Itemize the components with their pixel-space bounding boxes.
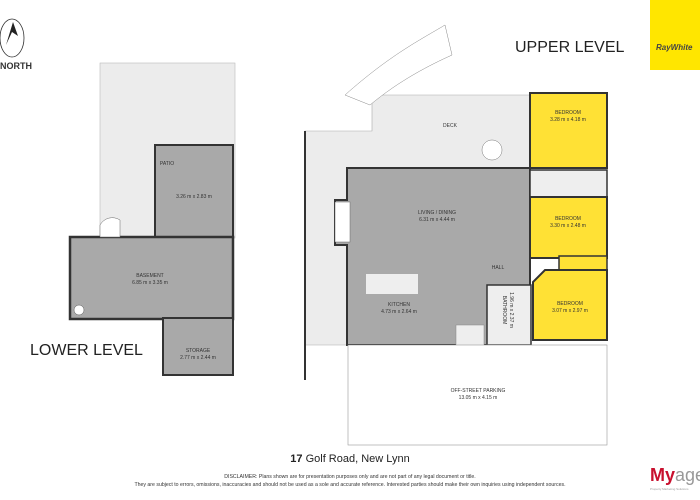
spiral-stair bbox=[481, 139, 503, 161]
bedroom-dims: 3.07 m x 2.97 m bbox=[552, 308, 588, 314]
deck-label: DECK bbox=[443, 123, 458, 129]
spiral-stair bbox=[99, 217, 121, 238]
kitchen-label: KITCHEN bbox=[388, 302, 410, 308]
room-dims: 3.26 m x 2.83 m bbox=[176, 194, 212, 200]
bedroom-dims: 3.28 m x 4.18 m bbox=[550, 117, 586, 123]
bedroom-label: BEDROOM bbox=[555, 110, 581, 116]
basement-label: BASEMENT bbox=[136, 273, 164, 279]
bedroom-label: BEDROOM bbox=[555, 216, 581, 222]
parking-dims: 13.05 m x 4.15 m bbox=[459, 395, 498, 401]
kitchen-island bbox=[366, 274, 418, 294]
myagent-logo: MyagentProperty Marketing Solutions bbox=[650, 465, 700, 491]
hall-label: HALL bbox=[492, 265, 505, 271]
kitchen-dims: 4.73 m x 2.64 m bbox=[381, 309, 417, 315]
storage bbox=[162, 317, 234, 376]
disclaimer-line-1: DISCLAIMER: Plans shown are for presenta… bbox=[224, 474, 476, 480]
address: 17 Golf Road, New Lynn bbox=[290, 453, 410, 465]
parking-label: OFF-STREET PARKING bbox=[451, 388, 506, 394]
stair-icon bbox=[73, 304, 85, 316]
disclaimer-line-2: They are subject to errors, omissions, i… bbox=[134, 482, 566, 488]
bedroom-1 bbox=[529, 92, 608, 169]
living-dims: 6.31 m x 4.44 m bbox=[419, 217, 455, 223]
lower-level-title: LOWER LEVEL bbox=[30, 342, 143, 359]
basement bbox=[68, 235, 235, 321]
north-arrow-icon bbox=[0, 18, 25, 58]
storage-label: STORAGE bbox=[186, 348, 211, 354]
bedroom-dims: 3.30 m x 2.48 m bbox=[550, 223, 586, 229]
raywhite-logo: RayWhite bbox=[650, 0, 700, 70]
bathroom-label: BATHROOM bbox=[501, 296, 507, 325]
lower-room bbox=[154, 144, 234, 238]
basement-dims: 6.85 m x 3.35 m bbox=[132, 280, 168, 286]
storage-dims: 2.77 m x 2.44 m bbox=[180, 355, 216, 361]
bathroom-dims: 1.96 m x 2.37 m bbox=[508, 292, 514, 328]
bedroom-label: BEDROOM bbox=[557, 301, 583, 307]
north-label: NORTH bbox=[0, 61, 32, 71]
bedroom-3 bbox=[532, 269, 608, 341]
upper-level-title: UPPER LEVEL bbox=[515, 39, 624, 56]
patio-label: PATIO bbox=[160, 161, 174, 167]
curved-stairs bbox=[344, 24, 453, 106]
living-label: LIVING / DINING bbox=[418, 210, 456, 216]
off-street-parking bbox=[347, 344, 608, 446]
